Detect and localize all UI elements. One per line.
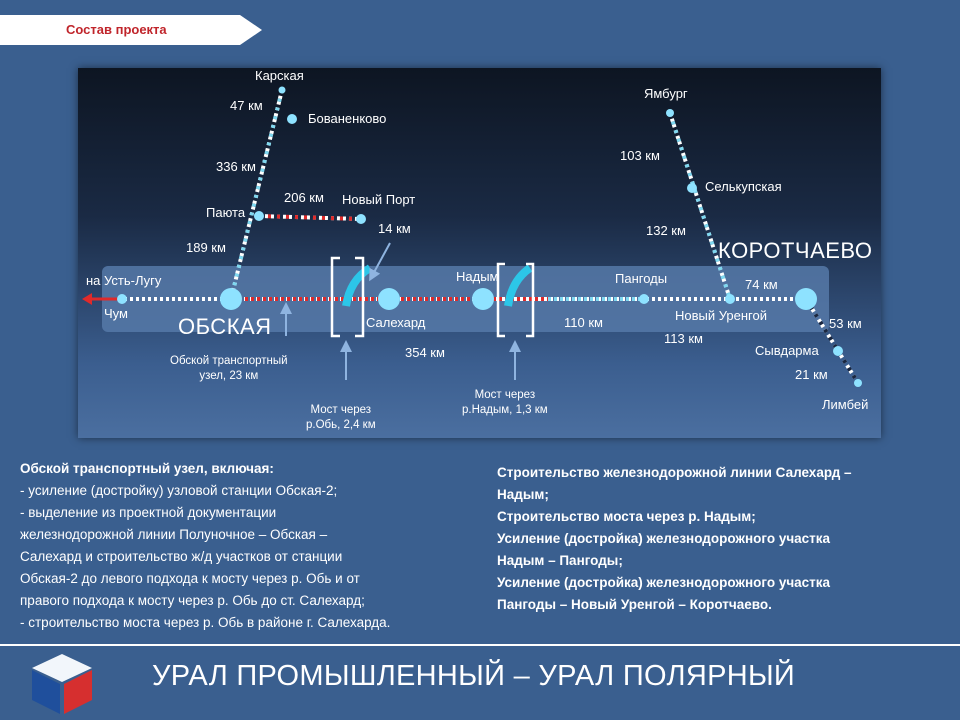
railway-map: Карская Бованенково Паюта Новый Порт на … — [78, 68, 881, 438]
label-pangody: Пангоды — [615, 271, 668, 286]
right-line: Надым – Пангоды; — [497, 553, 623, 568]
right-line: Строительство железнодорожной линии Сале… — [497, 465, 852, 480]
annotation-obskaya-hub: Обской транспортный узел, 23 км — [170, 355, 288, 382]
left-line: правого подхода к мосту через р. Обь до … — [20, 593, 365, 608]
station-dot-chum — [117, 294, 127, 304]
yamburg-line-cyan — [668, 112, 732, 300]
station-dot-limbey — [854, 379, 862, 387]
label-novy-port: Новый Порт — [342, 192, 416, 207]
distance-pangody-urengoy: 113 км — [664, 331, 703, 346]
station-dot-obskaya — [220, 288, 242, 310]
label-obskaya: ОБСКАЯ — [178, 314, 272, 339]
distance-selkupskaya-urengoy: 132 км — [646, 223, 686, 238]
label-korotchaevo: КОРОТЧАЕВО — [718, 238, 873, 263]
station-dot-salekhard — [378, 288, 400, 310]
distance-nadym-pangody: 110 км — [564, 315, 603, 330]
station-dot-karskaya — [278, 86, 286, 94]
footer-title: УРАЛ ПРОМЫШЛЕННЫЙ – УРАЛ ПОЛЯРНЫЙ — [152, 660, 796, 692]
nadym-bridge-bracket-right — [526, 262, 535, 338]
label-karskaya: Карская — [255, 68, 304, 83]
distance-obskaya-nadym: 354 км — [405, 345, 445, 360]
ust-luga-arrow-icon — [82, 293, 92, 305]
left-line: железнодорожной линии Полуночное – Обска… — [20, 527, 328, 542]
left-line: Обской транспортный узел, включая: — [20, 461, 274, 476]
limbey-line-base — [804, 297, 860, 385]
right-line: Усиление (достройка) железнодорожного уч… — [497, 575, 831, 590]
distance-syvdarma-limbey: 21 км — [795, 367, 828, 382]
distance-bovanenkovo-payuta: 336 км — [216, 159, 256, 174]
section-tab-label: Состав проекта — [66, 22, 167, 37]
right-description: Строительство железнодорожной линии Сале… — [497, 462, 852, 616]
station-dot-novy-port — [356, 214, 366, 224]
station-dot-yamburg — [666, 109, 674, 117]
ob-bridge-shape — [342, 264, 373, 307]
station-dot-bovanenkovo — [287, 114, 297, 124]
label-payuta: Паюта — [206, 205, 246, 220]
distance-korotchaevo-syvdarma: 53 км — [829, 316, 862, 331]
left-line: - выделение из проектной документации — [20, 505, 277, 520]
novy-port-line-base — [258, 214, 362, 221]
distance-novy-port-spur: 14 км — [378, 221, 411, 236]
annotation-nadym-bridge: Мост через р.Надым, 1,3 км — [462, 389, 548, 416]
distance-urengoy-korotchaevo: 74 км — [745, 277, 778, 292]
spur-14km-arrow — [369, 242, 391, 282]
left-line: - строительство моста через р. Обь в рай… — [20, 615, 391, 630]
station-dot-pangody — [639, 294, 649, 304]
railway-lines — [82, 86, 862, 387]
station-dot-payuta — [254, 211, 264, 221]
left-line: Обская-2 до левого подхода к мосту через… — [20, 571, 360, 586]
distance-payuta-novy-port: 206 км — [284, 190, 324, 205]
ob-bridge-bracket-left — [330, 256, 340, 338]
label-nadym: Надым — [456, 269, 499, 284]
logo-cube-icon — [32, 654, 92, 714]
right-line: Надым; — [497, 487, 549, 502]
section-tab[interactable]: Состав проекта — [0, 15, 262, 45]
label-novy-urengoy: Новый Уренгой — [675, 308, 768, 323]
station-dot-selkupskaya — [687, 183, 697, 193]
station-dot-novy-urengoy — [725, 294, 735, 304]
limbey-line-dark — [804, 297, 860, 385]
station-dot-syvdarma — [833, 346, 843, 356]
label-selkupskaya: Селькупская — [705, 179, 782, 194]
nadym-bridge-bracket-left — [496, 262, 505, 338]
left-line: - усиление (достройку) узловой станции О… — [20, 483, 338, 498]
label-yamburg: Ямбург — [644, 86, 688, 101]
right-line: Пангоды – Новый Уренгой – Коротчаево. — [497, 597, 772, 612]
distance-karskaya-bovanenkovo: 47 км — [230, 98, 263, 113]
label-limbey: Лимбей — [822, 397, 869, 412]
station-dot-nadym — [472, 288, 494, 310]
annotation-ob-bridge: Мост через р.Обь, 2,4 км — [306, 404, 376, 431]
label-ust-lugu: на Усть-Лугу — [86, 273, 162, 288]
right-line: Усиление (достройка) железнодорожного уч… — [497, 531, 831, 546]
label-bovanenkovo: Бованенково — [308, 111, 387, 126]
right-line: Строительство моста через р. Надым; — [497, 509, 756, 524]
left-line: Салехард и строительство ж/д участков от… — [20, 549, 343, 564]
distance-payuta-obskaya: 189 км — [186, 240, 226, 255]
ob-bridge-bracket-right — [355, 256, 365, 338]
label-syvdarma: Сывдарма — [755, 343, 819, 358]
nadym-bridge-shape — [504, 264, 533, 307]
left-description: Обской транспортный узел, включая: - уси… — [20, 458, 390, 634]
station-dot-korotchaevo — [795, 288, 817, 310]
label-salekhard: Салехард — [366, 315, 426, 330]
label-chum: Чум — [104, 306, 128, 321]
footer-divider — [0, 644, 960, 646]
distance-yamburg-selkupskaya: 103 км — [620, 148, 660, 163]
